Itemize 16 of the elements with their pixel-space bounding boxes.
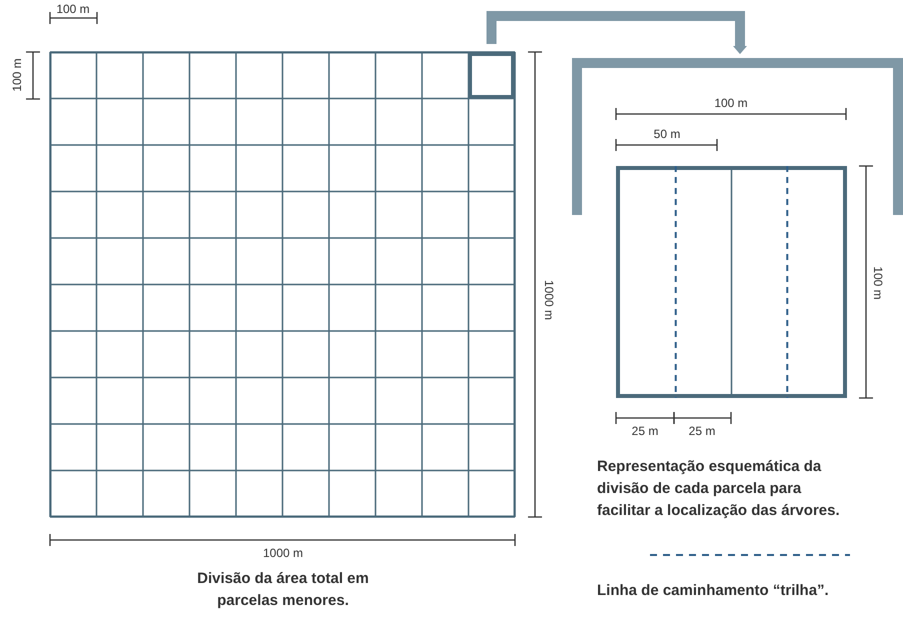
dimension-label: 1000 m xyxy=(542,280,556,320)
highlighted-plot-cell xyxy=(468,52,515,99)
figure-caption: Divisão da área total em parcelas menores. xyxy=(196,569,370,611)
plot-grid xyxy=(50,52,515,517)
plot-detail-box xyxy=(616,166,847,398)
dimension-label: 1000 m xyxy=(262,546,304,560)
dimension-label: 100 m xyxy=(871,266,885,300)
connector-arrow xyxy=(486,11,747,54)
dimension-label: 25 m xyxy=(632,424,658,438)
dimension-label: 100 m xyxy=(10,58,24,92)
dimension-label: 100 m xyxy=(56,2,90,16)
dimension-label: 100 m xyxy=(714,96,748,110)
legend-text: Linha de caminhamento “trilha”. xyxy=(597,582,829,599)
figure-caption: Representação esquemática da divisão de cada parcela para facilitar a localização das árvores. xyxy=(597,457,841,521)
dimension-label: 25 m xyxy=(688,424,716,438)
dimension-label: 50 m xyxy=(654,127,680,141)
